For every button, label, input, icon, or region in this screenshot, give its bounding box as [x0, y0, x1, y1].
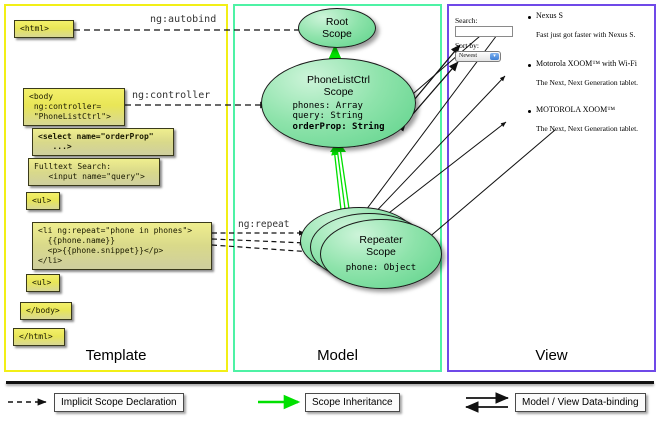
code-box-li-repeat: <li ng:repeat="phone in phones"> {{phone… [32, 222, 212, 270]
search-input[interactable] [455, 26, 513, 37]
search-label: Search: [455, 16, 478, 25]
column-view-label: View [535, 347, 568, 364]
label-ng-autobind: ng:autobind [150, 14, 217, 25]
phone-name[interactable]: MOTOROLA XOOM™ [536, 105, 616, 114]
scope-root: Root Scope [298, 8, 376, 48]
phone-name[interactable]: Nexus S [536, 11, 563, 20]
scope-repeater-props: phone: Object [346, 263, 416, 274]
scope-repeater: Repeater Scope phone: Object [320, 219, 442, 289]
phone-snippet: The Next, Next Generation tablet. [536, 78, 639, 87]
sort-by-selected-value: Newest [459, 53, 477, 59]
label-ng-repeat: ng:repeat [238, 219, 290, 230]
legend-model-view-data-binding: Model / View Data-binding [515, 393, 646, 412]
legend-scope-inheritance: Scope Inheritance [305, 393, 400, 412]
chevron-down-icon: ▾ [490, 53, 499, 60]
phone-snippet: The Next, Next Generation tablet. [536, 124, 639, 133]
list-bullet [528, 16, 531, 19]
scope-root-title-1: Root [325, 16, 349, 28]
column-model-label: Model [317, 347, 358, 364]
sort-by-select[interactable]: Newest ▾ [455, 51, 501, 62]
phone-name[interactable]: Motorola XOOM™ with Wi-Fi [536, 59, 637, 68]
scope-repeater-title-1: Repeater [359, 234, 403, 247]
scope-phonelistctrl-title-1: PhoneListCtrl [306, 73, 371, 86]
label-ng-controller: ng:controller [132, 90, 211, 101]
code-box-ul-close: <ul> [26, 274, 60, 292]
scope-prop-query: query: String [292, 111, 363, 122]
list-bullet [528, 64, 531, 67]
sort-by-label: Sort by: [455, 41, 479, 50]
scope-phonelistctrl-title-2: Scope [323, 85, 354, 98]
code-box-ul-open: <ul> [26, 192, 60, 210]
scope-prop-phone: phone: Object [345, 263, 417, 274]
code-box-html-open: <html> [14, 20, 74, 38]
list-bullet [528, 110, 531, 113]
scope-prop-orderprop: orderProp: String [292, 121, 385, 132]
scope-prop-phones: phones: Array [292, 100, 363, 111]
column-template-label: Template [85, 347, 147, 364]
scope-repeater-title-2: Scope [366, 246, 396, 259]
code-box-body-close: </body> [20, 302, 72, 320]
code-box-body: <body ng:controller= "PhoneListCtrl"> [23, 88, 125, 126]
scope-phonelistctrl-props: phones: Array query: String orderProp: S… [292, 101, 384, 133]
code-box-select: <select name="orderProp" ...> [32, 128, 174, 156]
scope-phonelistctrl: PhoneListCtrl Scope phones: Array query:… [261, 58, 416, 148]
code-box-html-close: </html> [13, 328, 65, 346]
phone-snippet: Fast just got faster with Nexus S. [536, 30, 636, 39]
legend-implicit-scope-declaration: Implicit Scope Declaration [54, 393, 184, 412]
code-box-fulltext-search: Fulltext Search: <input name="query"> [28, 158, 160, 186]
legend-divider [6, 381, 654, 384]
scope-root-title-2: Scope [322, 28, 352, 40]
